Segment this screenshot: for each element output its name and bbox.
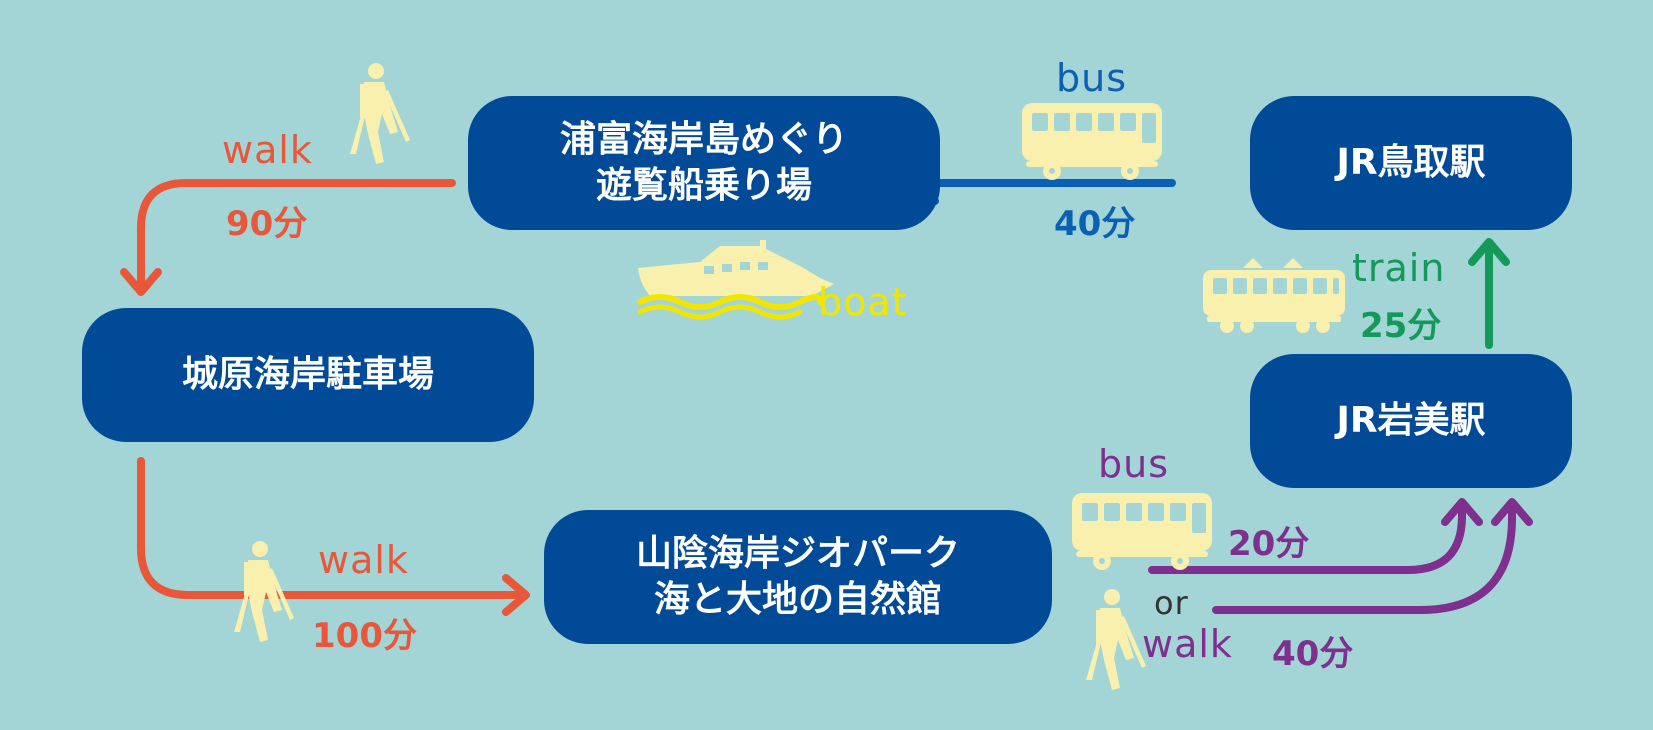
- bus-route-line-purple: [1148, 506, 1466, 574]
- walk-route-line-purple: [1212, 506, 1516, 614]
- route-mode-label: walk: [1142, 622, 1233, 666]
- station-label-line1: 山陰海岸ジオパーク: [635, 533, 960, 574]
- station-label: 城原海岸駐車場: [181, 354, 434, 395]
- walk-route-line-bottom: [137, 457, 524, 599]
- route-or-label: or: [1154, 584, 1189, 622]
- station-box-jr-iwami[interactable]: JR岩美駅: [1250, 354, 1572, 488]
- hiker-icon: [350, 63, 410, 164]
- bus-icon: [1072, 493, 1212, 570]
- station-label-line2: 海と大地の自然館: [653, 579, 942, 620]
- walk-route-arrowhead-purple: [1491, 498, 1533, 526]
- bus-icon: [1022, 103, 1162, 180]
- station-label-line1: 浦富海岸島めぐり: [559, 119, 848, 160]
- station-box-jr-tottori[interactable]: JR鳥取駅: [1250, 96, 1572, 230]
- route-time-label: 40分: [1054, 204, 1136, 244]
- station-label-line2: 遊覧船乗り場: [595, 165, 812, 206]
- station-label: JR岩美駅: [1336, 400, 1486, 441]
- route-mode-label: train: [1352, 246, 1446, 290]
- station-box-shirowara-parking[interactable]: 城原海岸駐車場: [82, 308, 534, 442]
- route-time-label: 90分: [226, 204, 308, 244]
- station-label: JR鳥取駅: [1336, 142, 1486, 183]
- boat-icon: [638, 240, 834, 296]
- route-time-label: 100分: [312, 616, 417, 656]
- train-route-arrowhead: [1468, 238, 1510, 266]
- walk-route-arrowhead-down: [120, 268, 162, 296]
- hiker-icon: [1086, 589, 1146, 690]
- boat-wave: [637, 304, 803, 320]
- walk-route-line-top: [137, 179, 456, 289]
- route-time-label: 20分: [1228, 524, 1310, 564]
- boat-wave: [637, 294, 823, 310]
- route-mode-label: bus: [1056, 56, 1128, 100]
- bus-route-arrowhead-purple: [1441, 498, 1483, 526]
- station-box-uradome[interactable]: 浦富海岸島めぐり 遊覧船乗り場: [468, 96, 940, 230]
- station-box-geopark[interactable]: 山陰海岸ジオパーク 海と大地の自然館: [544, 510, 1052, 644]
- train-icon: [1203, 258, 1345, 333]
- route-mode-label: boat: [818, 280, 908, 324]
- walk-route-arrowhead-right: [502, 574, 530, 616]
- route-time-label: 40分: [1272, 634, 1354, 674]
- route-mode-label: walk: [318, 538, 409, 582]
- route-mode-label: walk: [222, 128, 313, 172]
- route-time-label: 25分: [1360, 306, 1442, 346]
- route-mode-label: bus: [1098, 442, 1170, 486]
